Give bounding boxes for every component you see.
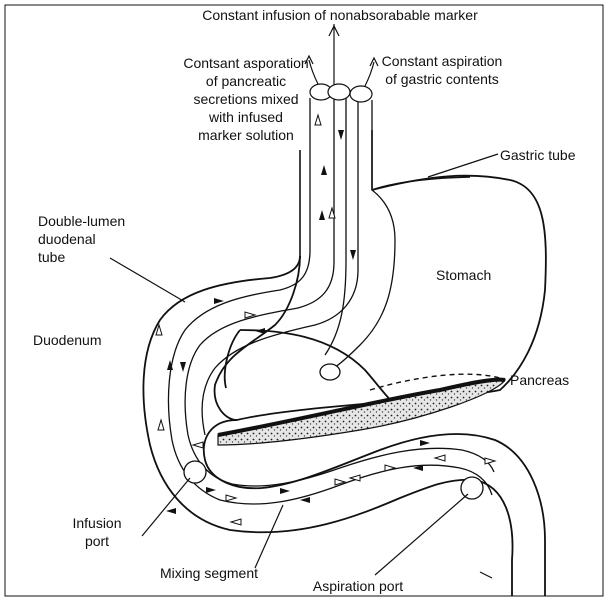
leader-lines — [110, 154, 498, 578]
label-aspiration-port: Aspiration port — [313, 578, 403, 594]
label-double-lumen-2: duodenal — [38, 231, 96, 247]
label-constant-infusion: Constant infusion of nonabsorabable mark… — [202, 7, 478, 23]
label-pancreas: Pancreas — [510, 372, 569, 388]
label-double-lumen-3: tube — [38, 249, 65, 265]
infusion-line — [329, 24, 339, 88]
aspiration-port-marker — [461, 477, 483, 499]
label-gastric-aspiration-2: of gastric contents — [385, 71, 499, 87]
label-infusion-port-1: Infusion — [72, 515, 121, 531]
gastric-tube — [325, 98, 395, 370]
label-gastric-tube: Gastric tube — [500, 147, 576, 163]
label-double-lumen-1: Double-lumen — [38, 213, 125, 229]
label-infusion-port-2: port — [85, 533, 109, 549]
label-pancreatic-aspiration-1: Contsant asporation — [183, 55, 308, 71]
tube-openings — [310, 84, 372, 102]
label-stomach: Stomach — [436, 267, 491, 283]
label-mixing-segment: Mixing segment — [160, 565, 258, 581]
diagram-border — [5, 5, 603, 596]
label-pancreatic-aspiration-5: marker solution — [198, 127, 294, 143]
gastric-tube-tip — [320, 364, 340, 380]
top-aspiration-arrows — [305, 56, 378, 86]
label-duodenum: Duodenum — [33, 332, 102, 348]
infusion-port-marker — [184, 461, 206, 483]
label-pancreatic-aspiration-2: of pancreatic — [206, 73, 286, 89]
label-pancreatic-aspiration-4: with infused — [208, 109, 283, 125]
label-gastric-aspiration-1: Constant aspiration — [382, 53, 503, 69]
labels: Constant infusion of nonabsorabable mark… — [33, 7, 576, 594]
esophagus — [300, 130, 470, 258]
label-pancreatic-aspiration-3: secretions mixed — [193, 91, 298, 107]
flow-arrows-solid — [166, 130, 430, 514]
